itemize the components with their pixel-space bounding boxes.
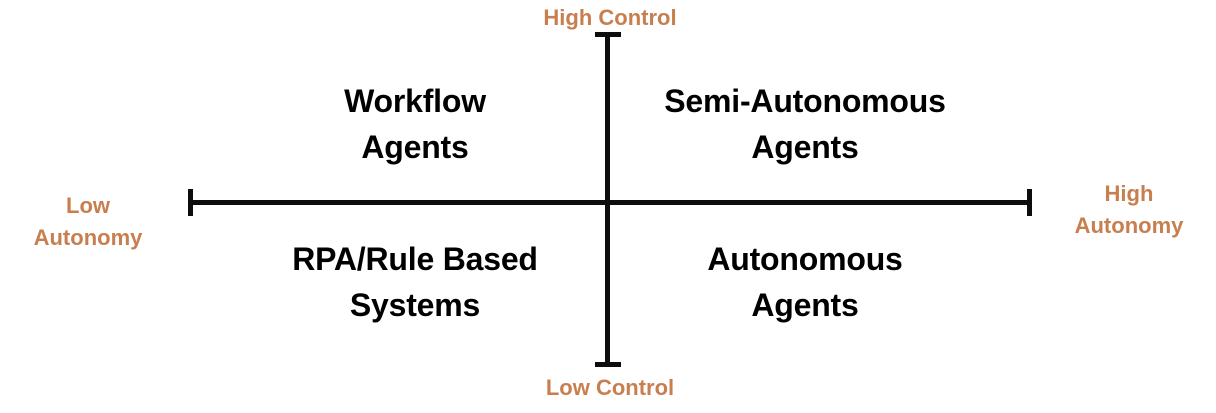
quadrant-semi-autonomous-agents-line1: Semi-Autonomous [664, 83, 946, 119]
axis-endcap-bottom-icon [595, 362, 621, 367]
axis-label-high-control-text: High Control [543, 5, 677, 30]
axis-label-low-autonomy: Low Autonomy [0, 190, 176, 254]
quadrant-rpa-rule-based-systems: RPA/Rule Based Systems [250, 236, 580, 328]
quadrant-autonomous-agents-line2: Agents [751, 287, 859, 323]
quadrant-rpa-rule-based-systems-line1: RPA/Rule Based [292, 241, 538, 277]
axis-label-high-control: High Control [450, 2, 770, 34]
axis-endcap-right-icon [1027, 189, 1032, 216]
quadrant-autonomous-agents: Autonomous Agents [640, 236, 970, 328]
quadrant-workflow-agents-line1: Workflow [344, 83, 486, 119]
quadrant-rpa-rule-based-systems-line2: Systems [349, 287, 481, 323]
vertical-axis-line [605, 32, 610, 367]
axis-label-low-autonomy-line2: Autonomy [33, 225, 143, 250]
axis-endcap-left-icon [188, 189, 193, 216]
axis-label-high-autonomy-line2: Autonomy [1074, 213, 1184, 238]
quadrant-workflow-agents-line2: Agents [361, 129, 469, 165]
quadrant-workflow-agents: Workflow Agents [250, 78, 580, 170]
quadrant-semi-autonomous-agents: Semi-Autonomous Agents [640, 78, 970, 170]
quadrant-semi-autonomous-agents-line2: Agents [751, 129, 859, 165]
axis-label-low-autonomy-line1: Low [66, 193, 110, 218]
axis-label-high-autonomy: High Autonomy [1042, 178, 1216, 242]
axis-endcap-top-icon [595, 32, 621, 37]
axis-label-high-autonomy-line1: High [1104, 181, 1154, 206]
axis-label-low-control: Low Control [450, 372, 770, 404]
quadrant-autonomous-agents-line1: Autonomous [707, 241, 903, 277]
axis-label-low-control-text: Low Control [545, 375, 675, 400]
horizontal-axis-line [188, 200, 1032, 205]
